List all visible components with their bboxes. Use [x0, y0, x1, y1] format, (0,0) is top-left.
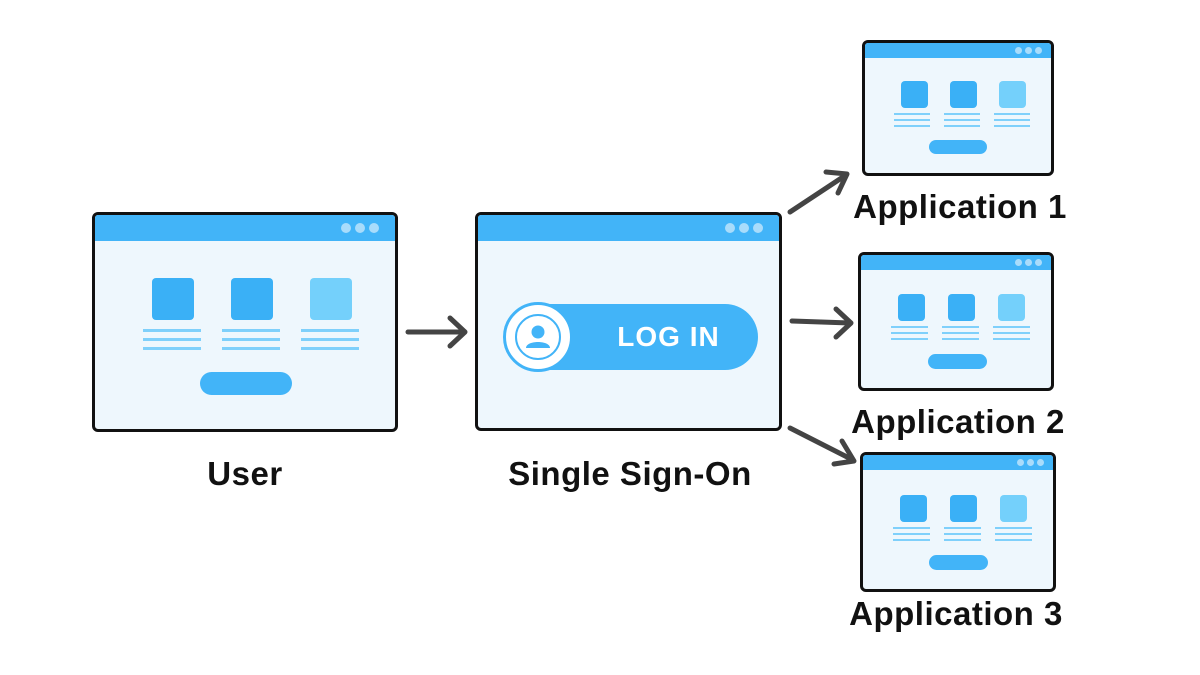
text-lines — [942, 326, 979, 340]
content-tile — [901, 81, 928, 108]
window-control-dot — [355, 223, 365, 233]
arrow-sso-to-application-3 — [787, 425, 857, 467]
window-control-dot — [1035, 259, 1042, 266]
action-button-shape — [928, 354, 987, 369]
window-controls — [725, 223, 763, 233]
window-control-dot — [1017, 459, 1024, 466]
window-control-dot — [1015, 47, 1022, 54]
arrow-sso-to-application-2 — [789, 306, 854, 340]
text-lines — [222, 329, 280, 350]
content-tile — [999, 81, 1026, 108]
content-tile — [898, 294, 925, 321]
content-tile — [231, 278, 273, 320]
application-3-window — [860, 452, 1056, 592]
window-control-dot — [369, 223, 379, 233]
window-control-dot — [1037, 459, 1044, 466]
text-lines — [894, 113, 930, 127]
content-tile — [998, 294, 1025, 321]
content-tile — [950, 81, 977, 108]
window-controls — [1015, 47, 1042, 54]
content-tile — [310, 278, 352, 320]
content-tile — [152, 278, 194, 320]
application-1-window — [862, 40, 1054, 176]
sso-label: Single Sign-On — [508, 455, 752, 492]
text-lines — [994, 113, 1030, 127]
application-window-titlebar — [863, 455, 1053, 470]
window-control-dot — [341, 223, 351, 233]
window-control-dot — [1035, 47, 1042, 54]
login-button[interactable]: LOG IN — [503, 302, 758, 372]
window-control-dot — [753, 223, 763, 233]
text-lines — [143, 329, 201, 350]
application-2-window — [858, 252, 1054, 391]
application-window-titlebar — [865, 43, 1051, 58]
window-control-dot — [725, 223, 735, 233]
window-controls — [1015, 259, 1042, 266]
content-tile — [1000, 495, 1027, 522]
user-label: User — [207, 455, 283, 492]
action-button-shape — [200, 372, 292, 395]
application-window-titlebar — [861, 255, 1051, 270]
arrow-user-to-sso — [405, 315, 468, 349]
text-lines — [944, 113, 980, 127]
application-2-label: Application 2 — [851, 403, 1065, 440]
window-control-dot — [1025, 259, 1032, 266]
application-3-label: Application 3 — [849, 595, 1063, 632]
window-controls — [341, 223, 379, 233]
content-tile — [900, 495, 927, 522]
text-lines — [893, 527, 930, 541]
window-control-dot — [1015, 259, 1022, 266]
application-1-label: Application 1 — [853, 188, 1067, 225]
content-tile — [950, 495, 977, 522]
window-control-dot — [739, 223, 749, 233]
arrow-sso-to-application-1 — [787, 169, 850, 215]
user-icon — [503, 302, 573, 372]
content-tile — [948, 294, 975, 321]
text-lines — [995, 527, 1032, 541]
user-window — [92, 212, 398, 432]
text-lines — [301, 329, 359, 350]
login-button-label: LOG IN — [617, 321, 720, 352]
window-controls — [1017, 459, 1044, 466]
text-lines — [944, 527, 981, 541]
text-lines — [993, 326, 1030, 340]
text-lines — [891, 326, 928, 340]
window-control-dot — [1027, 459, 1034, 466]
action-button-shape — [929, 555, 988, 570]
action-button-shape — [929, 140, 987, 154]
window-control-dot — [1025, 47, 1032, 54]
